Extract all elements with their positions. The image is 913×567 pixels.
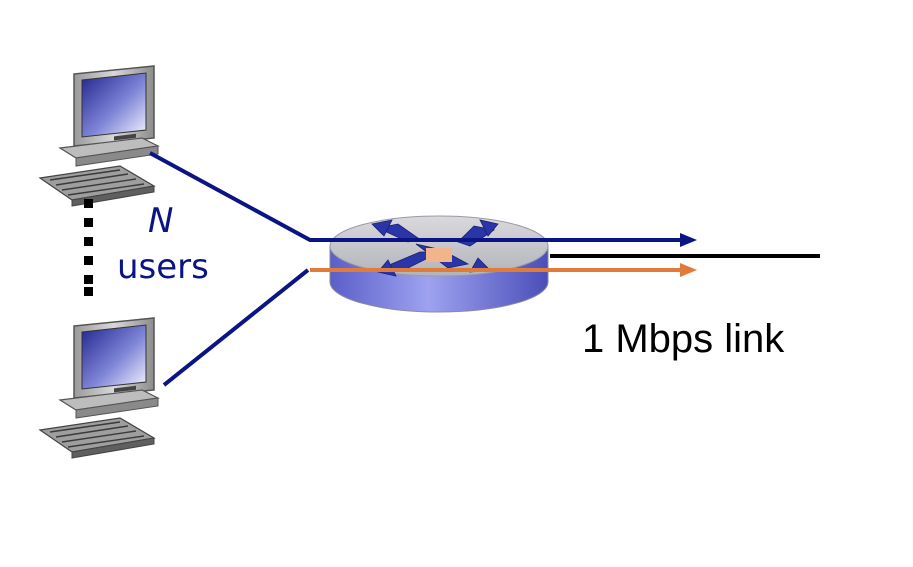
bottom-user-line <box>162 268 310 387</box>
top-computer-icon <box>39 65 159 207</box>
ellipsis-dots <box>84 199 93 296</box>
orange-flow-arrowhead <box>680 263 697 277</box>
top-flow-arrowhead <box>680 233 697 247</box>
bottom-computer-icon <box>39 317 159 459</box>
top-user-line <box>149 151 690 242</box>
router-icon <box>329 215 549 313</box>
users-count-label: N <box>148 201 173 241</box>
users-label: users <box>117 247 209 287</box>
link-label: 1 Mbps link <box>582 317 785 361</box>
